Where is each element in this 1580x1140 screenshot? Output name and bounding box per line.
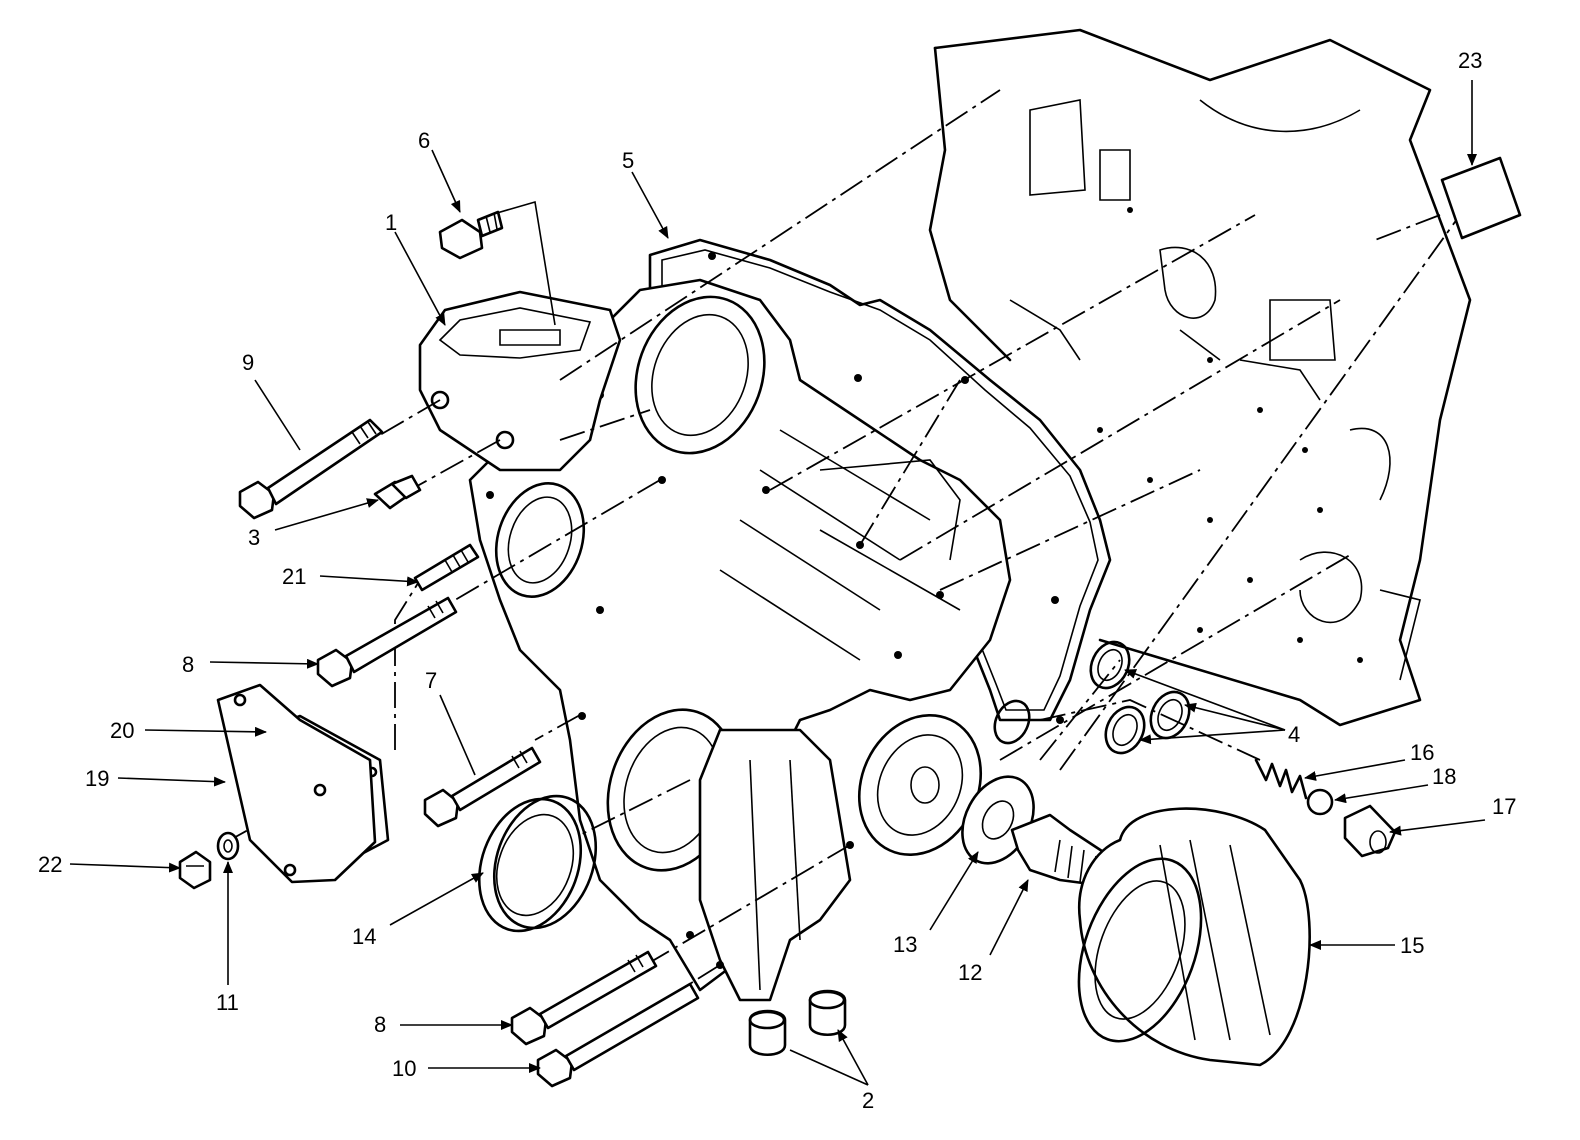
callout-2: 2 [862, 1088, 874, 1113]
callout-19: 19 [85, 766, 109, 791]
nut-item-22 [178, 850, 212, 890]
stud-item-21 [413, 543, 480, 592]
callout-20: 20 [110, 718, 134, 743]
callout-3: 3 [248, 525, 260, 550]
callout-21: 21 [282, 564, 306, 589]
callout-10: 10 [392, 1056, 416, 1081]
bolt-item-9 [238, 418, 384, 520]
cover-plate-item-19 [216, 683, 377, 884]
callout-9: 9 [242, 350, 254, 375]
callout-17: 17 [1492, 794, 1516, 819]
callout-4: 4 [1288, 722, 1300, 747]
seal-item-14 [477, 794, 598, 933]
callout-7: 7 [425, 668, 437, 693]
washer-item-11 [216, 831, 240, 861]
callout-14: 14 [352, 924, 376, 949]
engine-block [928, 28, 1472, 727]
callout-12: 12 [958, 960, 982, 985]
bolt-item-8-upper [316, 596, 458, 688]
timing-cover-housing [468, 278, 1012, 1002]
bolt-item-7 [423, 746, 542, 828]
dowel-item-3 [373, 474, 422, 510]
callout-8a: 8 [182, 652, 194, 677]
tag-item-23 [1374, 156, 1522, 241]
callout-1: 1 [385, 210, 397, 235]
bolt-item-8-lower [510, 950, 658, 1046]
callout-labels: 1 2 3 4 5 6 7 8 8 9 10 11 12 13 14 15 16… [38, 48, 1516, 1113]
bolt-item-6 [438, 210, 504, 260]
callout-15: 15 [1400, 933, 1424, 958]
callout-18: 18 [1432, 764, 1456, 789]
spring-item-16 [1254, 758, 1308, 800]
o-rings-item-4 [993, 640, 1191, 755]
ball-item-18 [1306, 788, 1334, 816]
housing-item-1 [418, 290, 622, 472]
oil-filter-item-15 [1077, 807, 1311, 1067]
callout-5: 5 [622, 148, 634, 173]
callout-11: 11 [216, 990, 239, 1015]
bolt-item-10 [536, 982, 700, 1088]
leader-lines [69, 80, 1486, 1086]
callout-13: 13 [893, 932, 917, 957]
plunger-item-17 [1343, 804, 1397, 858]
callout-16: 16 [1410, 740, 1434, 765]
callout-8b: 8 [374, 1012, 386, 1037]
callout-22: 22 [38, 852, 62, 877]
plugs-item-2 [748, 989, 847, 1057]
callout-6: 6 [418, 128, 430, 153]
callout-23: 23 [1458, 48, 1482, 73]
